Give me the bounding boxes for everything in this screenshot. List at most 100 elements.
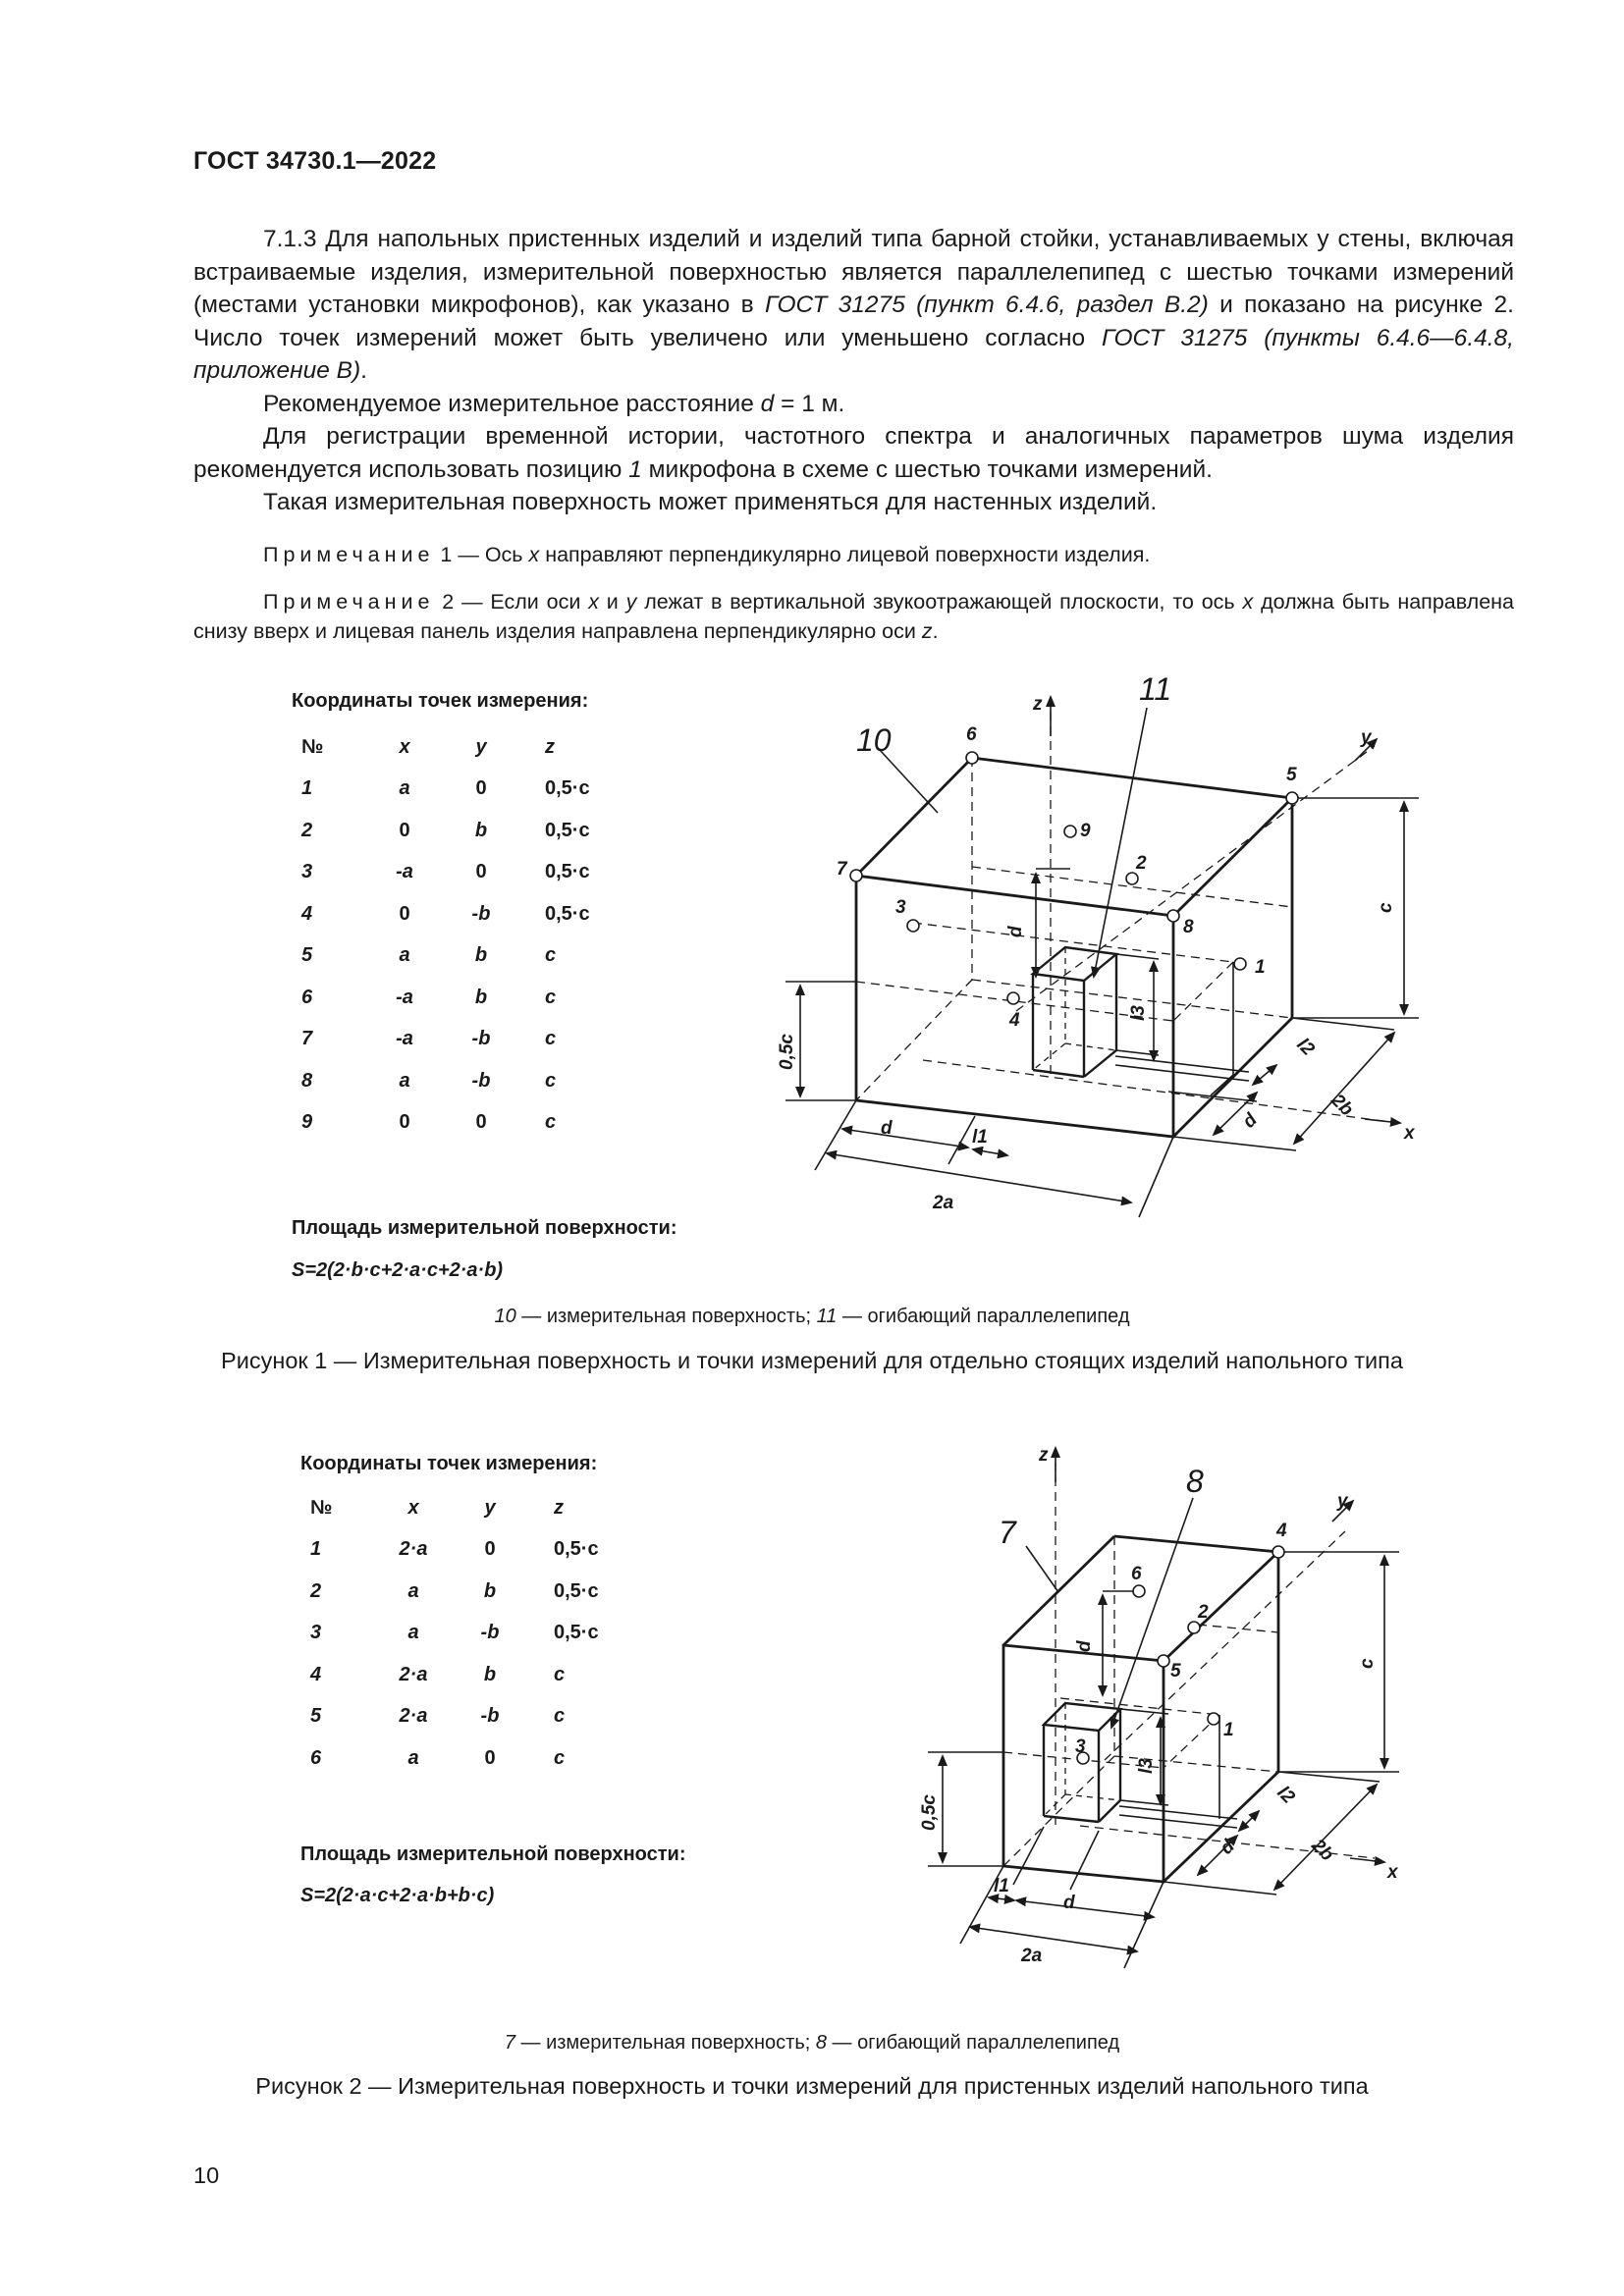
fig1-envelope-box xyxy=(1030,945,1119,1079)
fig2-label-3: 3 xyxy=(1075,1736,1086,1757)
fig1-point-6 xyxy=(965,751,979,765)
fig2-hidden-edges xyxy=(1002,1463,1376,1867)
fig1-legend: 10 — измерительная поверхность; 11 — оги… xyxy=(494,1306,1130,1327)
paragraph-position: Для регистрации временной истории, часто… xyxy=(193,423,1514,483)
fig1-callout-10: 10 xyxy=(856,722,892,758)
fig2-label-5: 5 xyxy=(1170,1661,1181,1682)
fig1-label-4: 4 xyxy=(1008,1010,1020,1031)
fig2-dim-l2: l2 xyxy=(1272,1783,1298,1808)
fig1-area-title: Площадь измерительной поверхности: xyxy=(292,1217,677,1239)
fig1-hidden-edges xyxy=(855,712,1391,1123)
col-header-y: y xyxy=(484,1496,496,1519)
fig1-label-5: 5 xyxy=(1286,765,1297,785)
fig1-dim-l2: l2 xyxy=(1292,1035,1318,1060)
fig2-caption: Рисунок 2 — Измерительная поверхность и … xyxy=(255,2073,1369,2099)
fig1-point-8 xyxy=(1166,909,1180,923)
fig1-formula: S=2(2·b·c+2·a·c+2·a·b) xyxy=(292,1259,504,1281)
fig1-point-7 xyxy=(849,869,863,882)
fig2-point-1 xyxy=(1207,1712,1220,1726)
fig1-dim-l3: l3 xyxy=(1128,1005,1149,1021)
fig1-dim-l1: l1 xyxy=(972,1127,988,1148)
fig1-caption: Рисунок 1 — Измерительная поверхность и … xyxy=(221,1348,1403,1373)
fig1-point-2 xyxy=(1125,872,1139,885)
page-number: 10 xyxy=(193,2163,220,2188)
col-header-x: x xyxy=(407,1496,419,1519)
fig1-dim-d-side: d xyxy=(1239,1109,1262,1132)
fig1-label-6: 6 xyxy=(966,724,977,745)
fig1-point-9 xyxy=(1063,825,1077,838)
fig2-axis-x: x xyxy=(1386,1862,1399,1883)
fig2-dim-l1: l1 xyxy=(994,1876,1009,1896)
fig2-diagram: 1 2 3 4 5 6 7 8 x y z c 0,5c d 2a 2b d l… xyxy=(919,1445,1399,1969)
fig1-dim-05c: 0,5c xyxy=(777,1034,797,1070)
table-header-row: № x y z xyxy=(292,726,663,769)
fig1-label-3: 3 xyxy=(895,897,906,918)
fig2-label-2: 2 xyxy=(1197,1602,1209,1623)
fig1-dim-2b: 2b xyxy=(1326,1090,1358,1121)
fig2-dim-c: c xyxy=(1357,1658,1378,1669)
fig1-point-4 xyxy=(1006,991,1020,1005)
fig1-label-1: 1 xyxy=(1255,957,1266,978)
fig2-callout-7: 7 xyxy=(999,1515,1017,1550)
fig2-dim-05c: 0,5c xyxy=(919,1794,940,1831)
fig1-callout-11: 11 xyxy=(1139,671,1171,707)
fig2-label-6: 6 xyxy=(1131,1564,1142,1584)
fig1-dim-d-front: d xyxy=(881,1118,893,1139)
fig2-callout-8: 8 xyxy=(1186,1464,1204,1499)
fig2-dim-d-vertical: d xyxy=(1074,1640,1095,1652)
document-header: ГОСТ 34730.1—2022 xyxy=(193,147,437,175)
table-header-row: № x y z xyxy=(300,1487,672,1529)
fig2-point-3 xyxy=(1076,1751,1090,1765)
fig1-point-3 xyxy=(906,919,920,933)
body-text: 7.1.3 Для напольных пристенных изделий и… xyxy=(193,223,1514,519)
col-header-z: z xyxy=(554,1496,564,1519)
fig2-dim-2a: 2a xyxy=(1020,1946,1043,1966)
fig1-diagram: 1 2 3 4 5 6 7 8 9 10 11 x y z c 0,5c d 2… xyxy=(777,671,1419,1218)
fig1-point-1 xyxy=(1233,957,1247,971)
fig2-dim-l3: l3 xyxy=(1136,1758,1157,1774)
fig1-label-8: 8 xyxy=(1183,917,1194,937)
fig1-point-5 xyxy=(1285,791,1299,805)
col-header-no: № xyxy=(301,735,324,758)
fig2-axis-y: y xyxy=(1336,1491,1349,1512)
fig1-measurement-points xyxy=(849,751,1299,1005)
note-2: Примечание 2 — Если оси x и y лежат в ве… xyxy=(193,590,1514,643)
paragraph-distance: Рекомендуемое измерительное расстояние d… xyxy=(263,390,845,417)
fig1-label-9: 9 xyxy=(1080,821,1091,841)
fig1-label-2: 2 xyxy=(1135,853,1147,874)
fig2-point-4 xyxy=(1272,1545,1285,1559)
fig1-axis-x: x xyxy=(1403,1123,1416,1144)
fig2-point-5 xyxy=(1157,1654,1170,1668)
paragraph-7-1-3: 7.1.3 Для напольных пристенных изделий и… xyxy=(193,226,1514,384)
col-header-no: № xyxy=(310,1496,333,1519)
fig2-dim-d-front: d xyxy=(1063,1893,1075,1913)
fig2-axis-z: z xyxy=(1038,1445,1049,1466)
fig1-axis-y: y xyxy=(1360,727,1373,748)
fig2-legend: 7 — измерительная поверхность; 8 — огиба… xyxy=(504,2032,1120,2054)
col-header-z: z xyxy=(545,735,555,758)
fig2-formula: S=2(2·a·c+2·a·b+b·c) xyxy=(300,1885,495,1906)
fig1-dim-c: c xyxy=(1376,902,1396,913)
fig2-point-6 xyxy=(1132,1584,1146,1598)
note-1: Примечание 1 — Ось x направляют перпенди… xyxy=(263,543,1151,566)
fig1-label-7: 7 xyxy=(837,859,848,880)
fig2-measurement-points xyxy=(1076,1545,1285,1765)
fig2-point-2 xyxy=(1187,1621,1201,1634)
fig1-dim-d-vertical: d xyxy=(1005,926,1026,937)
col-header-y: y xyxy=(475,735,487,758)
paragraph-wall: Такая измерительная поверхность может пр… xyxy=(263,489,1158,515)
